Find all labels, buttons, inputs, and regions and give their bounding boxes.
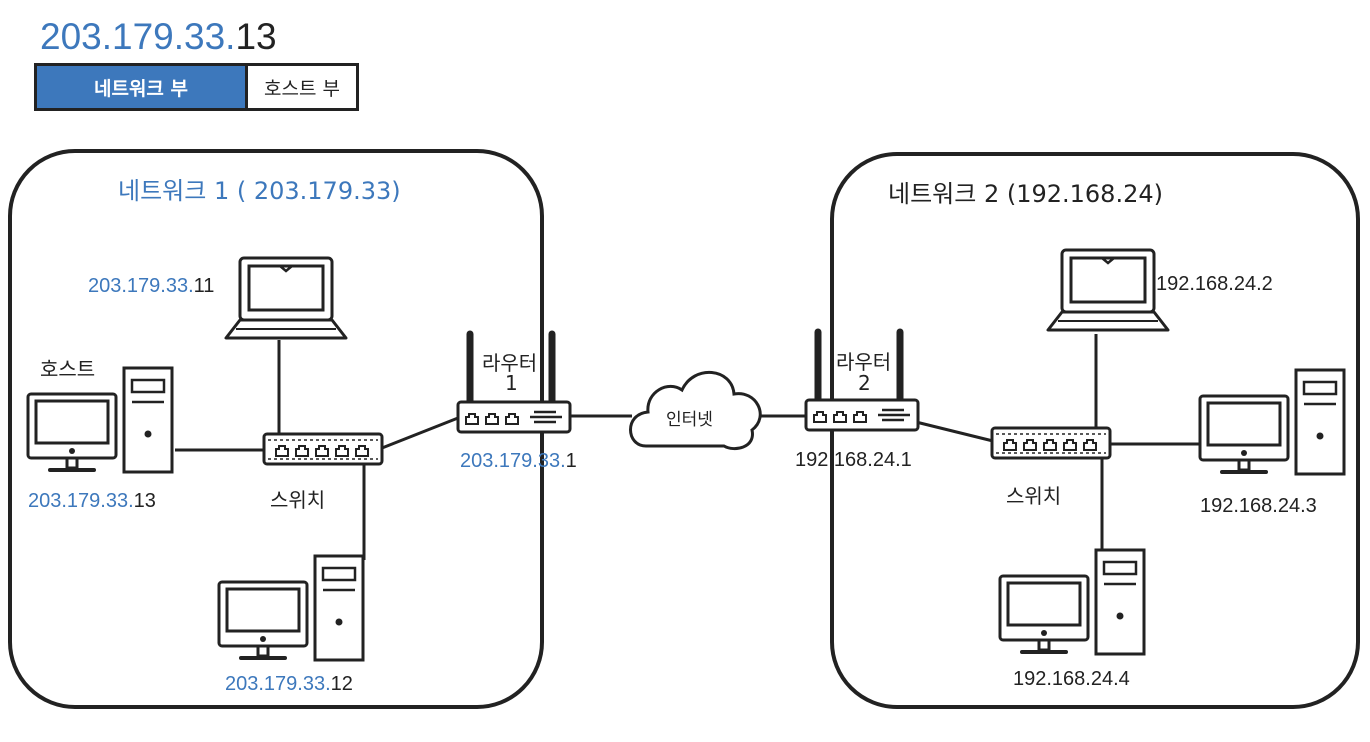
legend-host-part: 호스트 부	[248, 66, 356, 108]
ip-network-part: 203.179.33.	[88, 275, 194, 297]
ip-network-part: 203.179.33.	[225, 673, 331, 695]
router1-label: 라우터	[482, 351, 538, 375]
desktop-icon	[998, 548, 1146, 656]
desktop-icon	[217, 554, 365, 662]
ip-network-part: 203.179.33.	[460, 450, 566, 472]
router2-number: 2	[858, 371, 871, 395]
ip-host-part: 13	[133, 490, 156, 512]
router1-number: 1	[505, 371, 518, 395]
switch-label: 스위치	[270, 488, 326, 512]
ip-host-part: 11	[193, 275, 215, 297]
switch-icon	[990, 426, 1112, 460]
desktop-icon	[1198, 368, 1346, 476]
ip-network-part: 203.179.33.	[28, 490, 134, 512]
ip-host-part: 12	[330, 673, 353, 695]
legend-network-part: 네트워크 부	[37, 66, 248, 108]
router2-label: 라우터	[836, 350, 892, 374]
header-ip-network-part: 203.179.33.	[40, 16, 236, 57]
desktop-ip-label: 203.179.33.12	[225, 673, 353, 696]
host-label: 호스트	[40, 357, 96, 381]
switch-icon	[262, 432, 384, 466]
header-ip-address: 203.179.33.13	[40, 14, 277, 60]
laptop-icon	[1046, 248, 1170, 332]
router2-ip-label: 192.168.24.1	[795, 449, 912, 471]
desktop-icon	[26, 366, 174, 474]
laptop-ip-label: 203.179.33.11	[88, 275, 214, 298]
network1-title: 네트워크 1 ( 203.179.33)	[118, 177, 401, 205]
internet-cloud-icon	[629, 371, 762, 451]
desktop-ip-label: 192.168.24.4	[1013, 668, 1130, 690]
desktop-ip-label: 192.168.24.3	[1200, 495, 1317, 517]
connection-lines	[175, 334, 1200, 560]
desktop-ip-label: 203.179.33.13	[28, 490, 156, 513]
ip-host-part: 1	[565, 450, 577, 472]
header-ip-host-part: 13	[235, 16, 277, 57]
network2-title: 네트워크 2 (192.168.24)	[888, 180, 1163, 208]
ip-legend: 네트워크 부 호스트 부	[34, 63, 359, 111]
switch-label: 스위치	[1006, 484, 1062, 508]
router1-ip-label: 203.179.33.1	[460, 450, 577, 473]
laptop-icon	[224, 256, 348, 340]
internet-label: 인터넷	[666, 410, 713, 430]
laptop-ip-label: 192.168.24.2	[1156, 273, 1273, 295]
